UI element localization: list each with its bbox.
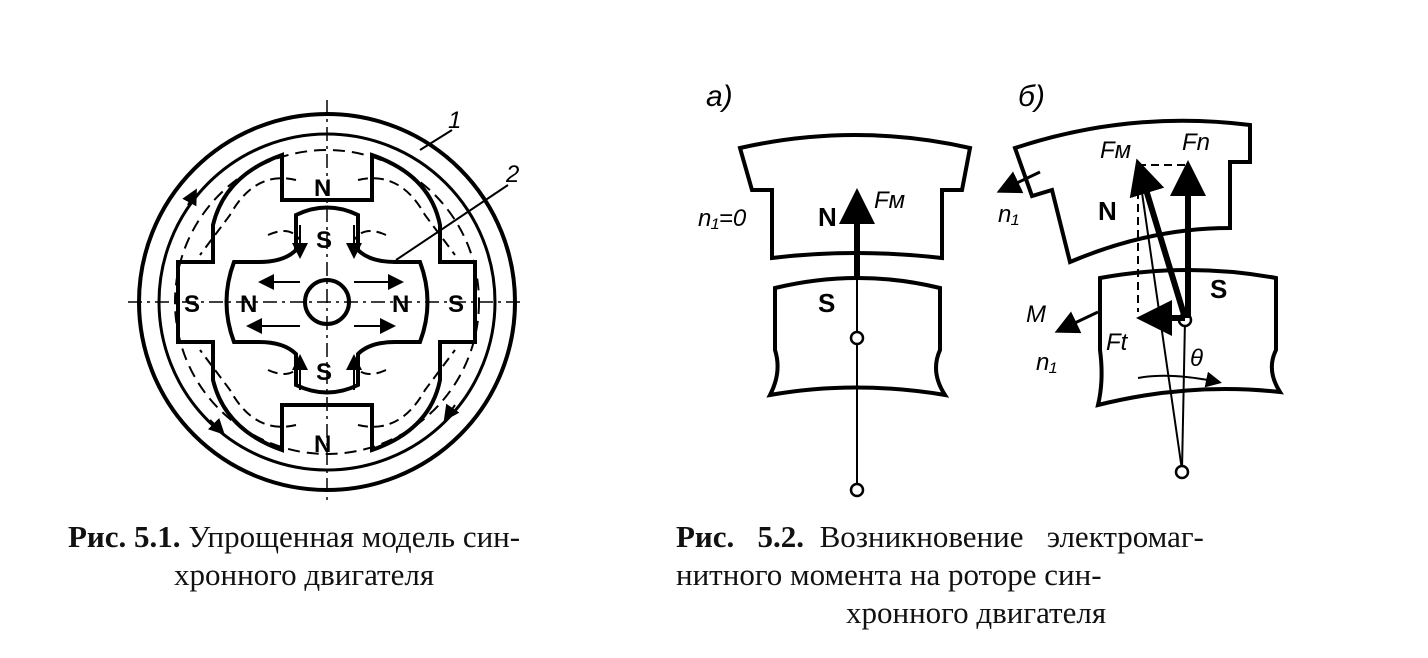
- b-torque-label: M: [1026, 301, 1046, 328]
- fig2b-diagram: [996, 118, 1284, 480]
- fig2-caption-line1: Возникновение электромаг-: [804, 519, 1204, 554]
- fig1-caption-number: Рис. 5.1.: [68, 519, 181, 554]
- b-stator-pole: N: [1098, 196, 1117, 226]
- callout-2-leader: [395, 184, 509, 261]
- a-rotor-pole: S: [818, 288, 835, 318]
- rotor-label-bottom: S: [316, 359, 332, 386]
- fig2-caption-number: Рис. 5.2.: [676, 519, 805, 554]
- b-angle-label: θ: [1190, 345, 1203, 372]
- a-stator-pole: N: [818, 202, 837, 232]
- b-force-m-label: Fм: [1100, 137, 1131, 164]
- a-speed-label: n₁=0: [698, 205, 747, 232]
- b-force-n-label: Fn: [1182, 129, 1210, 156]
- b-force-t-label: Ft: [1106, 329, 1129, 356]
- pole-label-top: N: [314, 175, 331, 202]
- b-rotor-pole: S: [1210, 274, 1227, 304]
- callout-2: 2: [505, 161, 519, 188]
- fig2a-diagram: [737, 133, 973, 498]
- fig1-caption: Рис. 5.1. Упрощенная модель син- хронног…: [68, 518, 628, 594]
- stator-pole-contour: [176, 152, 477, 453]
- callout-1: 1: [448, 107, 461, 134]
- fig1-caption-line2: хронного двигателя: [174, 557, 435, 592]
- fig2-caption: Рис. 5.2. Возникновение электромаг- нитн…: [676, 518, 1376, 632]
- label-a: a): [706, 80, 733, 113]
- rotor-cross: [224, 205, 430, 395]
- pole-label-right: S: [448, 291, 464, 318]
- rotor-label-left: N: [240, 291, 257, 318]
- rotor-label-top: S: [316, 227, 332, 254]
- fig1-motor-diagram: [128, 100, 525, 500]
- b-speed-bottom-label: n₁: [1036, 349, 1057, 376]
- callout-1-leader: [419, 129, 453, 151]
- pole-label-bottom: N: [314, 431, 331, 458]
- rotor-label-right: N: [392, 291, 409, 318]
- fig1-caption-line1: Упрощенная модель син-: [180, 519, 521, 554]
- fig2-caption-line2: нитного момента на роторе син-: [676, 557, 1102, 592]
- b-speed-top-label: n₁: [998, 201, 1019, 228]
- label-b: б): [1018, 80, 1045, 113]
- fig2-caption-line3: хронного двигателя: [846, 595, 1107, 630]
- pole-label-left: S: [184, 291, 200, 318]
- a-force-label: Fм: [874, 187, 905, 214]
